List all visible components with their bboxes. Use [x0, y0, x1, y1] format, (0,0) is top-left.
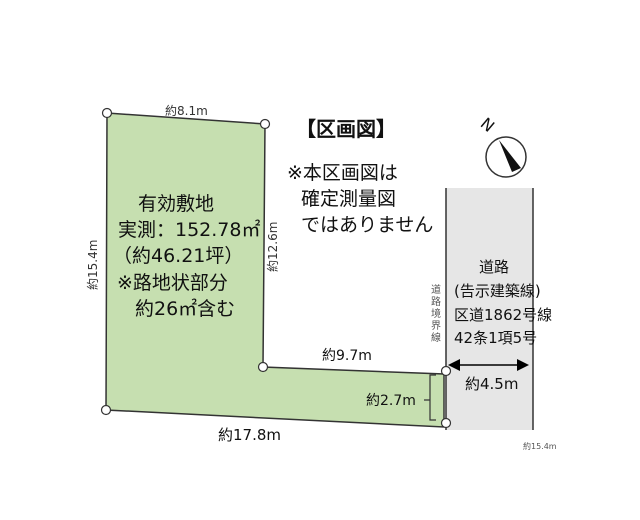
lot-area: 実測：152.78㎡ [118, 218, 260, 241]
road-label: 道路 [479, 258, 509, 276]
vertex-marker [101, 107, 113, 119]
vertex-marker [440, 365, 452, 377]
dim-bottom: 約17.8m [218, 426, 281, 444]
dim-top: 約8.1m [165, 103, 208, 118]
lot-note: ※路地状部分 [117, 272, 228, 294]
road-label: 42条1項5号 [454, 329, 537, 347]
dim-inner-bottom: 約9.7m [322, 348, 372, 364]
diagram-title: 【区画図】 [296, 117, 396, 141]
vertex-marker [440, 417, 452, 429]
vertex-marker [259, 118, 271, 130]
boundary-char: 道 [431, 283, 441, 296]
lot-label: 有効敷地 [138, 193, 214, 215]
dim-frontage: 約2.7m [366, 393, 416, 409]
notice-line: 確定測量図 [301, 188, 396, 210]
lot-tsubo: （約46.21坪） [113, 245, 243, 267]
lot-vertices [100, 107, 452, 429]
road-boundary-label: 道 路 境 界 線 [431, 283, 441, 344]
vertex-marker [100, 404, 112, 416]
lot-note: 約26㎡含む [135, 297, 235, 320]
dim-road-width: 約4.5m [465, 375, 518, 393]
road-width-arrow [448, 359, 529, 371]
compass-north-label: N [477, 114, 498, 136]
notice-line: ※本区画図は [287, 162, 398, 184]
boundary-char: 線 [431, 331, 441, 344]
north-compass-icon: N [477, 114, 527, 178]
dim-left: 約15.4m [85, 240, 100, 290]
notice-line: ではありません [301, 214, 433, 236]
vertex-marker [257, 361, 269, 373]
boundary-char: 境 [431, 307, 441, 320]
frontage-bracket [424, 374, 436, 421]
dim-road-length: 約15.4m [523, 441, 557, 451]
dim-inner-right: 約12.6m [265, 222, 280, 272]
road-label: (告示建築線) [454, 282, 541, 300]
boundary-char: 界 [431, 320, 441, 332]
road-area [446, 188, 533, 430]
boundary-char: 路 [431, 295, 441, 308]
road-label: 区道1862号線 [454, 306, 552, 324]
